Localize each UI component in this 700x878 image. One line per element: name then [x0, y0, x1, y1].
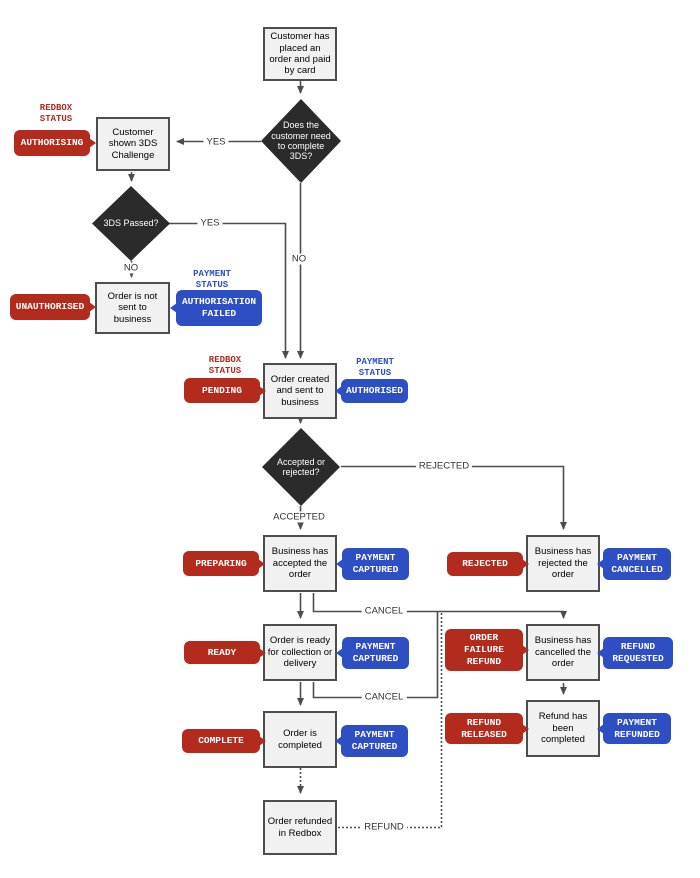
- payment-badge-cancelled: PAYMENT CANCELLED: [597, 548, 671, 580]
- process-cancelled-label: Business has cancelled the order: [534, 635, 592, 670]
- edge-label-cancel-1: CANCEL: [361, 605, 407, 617]
- payment-badge-captured-ready: PAYMENT CAPTURED: [336, 637, 409, 669]
- payment-badge-authorised: AUTHORISED: [335, 379, 408, 403]
- decision-accept-reject-label: Accepted or rejected?: [276, 456, 326, 477]
- process-refunded-redbox: Order refunded in Redbox: [263, 800, 337, 855]
- process-accepted-label: Business has accepted the order: [271, 546, 329, 581]
- process-ready-label: Order is ready for collection or deliver…: [267, 635, 333, 670]
- payment-badge-refunded: PAYMENT REFUNDED: [597, 713, 671, 744]
- process-ready: Order is ready for collection or deliver…: [263, 624, 337, 681]
- edge-label-refund: REFUND: [361, 821, 407, 833]
- process-not-sent: Order is not sent to business: [95, 282, 170, 334]
- edge-label-yes-3ds: YES: [203, 136, 229, 148]
- process-not-sent-label: Order is not sent to business: [107, 290, 158, 325]
- payment-badge-authorisation-failed: AUTHORISATION FAILED: [170, 290, 262, 326]
- payment-badge-captured-accepted: PAYMENT CAPTURED: [336, 548, 409, 580]
- process-refund-completed: Refund has been completed: [526, 700, 600, 757]
- edge-cancel-1: [312, 593, 567, 619]
- process-order-created: Order created and sent to business: [263, 363, 337, 419]
- redbox-badge-pending: PENDING: [184, 378, 266, 403]
- edge-label-no-passed: NO: [120, 262, 142, 274]
- process-cancelled: Business has cancelled the order: [526, 624, 600, 681]
- edge-label-no-3ds: NO: [288, 253, 310, 265]
- process-refund-completed-label: Refund has been completed: [538, 711, 588, 746]
- process-start-label: Customer has placed an order and paid by…: [269, 31, 331, 77]
- process-order-created-label: Order created and sent to business: [270, 373, 330, 408]
- process-shown-3ds-label: Customer shown 3DS Challenge: [108, 126, 158, 161]
- process-rejected-label: Business has rejected the order: [534, 546, 592, 581]
- decision-needs-3ds-label: Does the customer need to complete 3DS?: [271, 120, 331, 162]
- process-start: Customer has placed an order and paid by…: [263, 27, 337, 81]
- process-completed: Order is completed: [263, 711, 337, 768]
- redbox-badge-authorising: AUTHORISING: [14, 130, 96, 156]
- process-accepted: Business has accepted the order: [263, 535, 337, 592]
- redbox-badge-order-failure-refund: ORDER FAILURE REFUND: [445, 629, 529, 671]
- status-heading-payment-2: PAYMENT STATUS: [356, 356, 394, 378]
- edge-label-yes-passed: YES: [197, 217, 223, 229]
- status-heading-payment-1: PAYMENT STATUS: [193, 268, 231, 290]
- process-rejected: Business has rejected the order: [526, 535, 600, 592]
- redbox-badge-ready: READY: [184, 641, 266, 664]
- process-refunded-redbox-label: Order refunded in Redbox: [267, 816, 333, 839]
- status-heading-redbox-2: REDBOX STATUS: [208, 354, 242, 376]
- edge-label-cancel-2: CANCEL: [361, 691, 407, 703]
- redbox-badge-unauthorised: UNAUTHORISED: [10, 294, 96, 320]
- redbox-badge-complete: COMPLETE: [182, 729, 266, 753]
- edge-rejected-path: [341, 465, 567, 530]
- process-shown-3ds: Customer shown 3DS Challenge: [96, 117, 170, 171]
- payment-badge-captured-complete: PAYMENT CAPTURED: [335, 725, 408, 757]
- edge-label-rejected: REJECTED: [415, 460, 473, 472]
- redbox-badge-refund-released: REFUND RELEASED: [445, 713, 529, 744]
- payment-badge-refund-requested: REFUND REQUESTED: [597, 637, 673, 669]
- process-completed-label: Order is completed: [278, 728, 322, 751]
- edge-label-accepted: ACCEPTED: [270, 511, 328, 523]
- decision-3ds-passed-label: 3DS Passed?: [103, 218, 159, 229]
- redbox-badge-preparing: PREPARING: [183, 551, 265, 576]
- redbox-badge-rejected: REJECTED: [447, 552, 529, 576]
- status-heading-redbox-1: REDBOX STATUS: [39, 102, 73, 124]
